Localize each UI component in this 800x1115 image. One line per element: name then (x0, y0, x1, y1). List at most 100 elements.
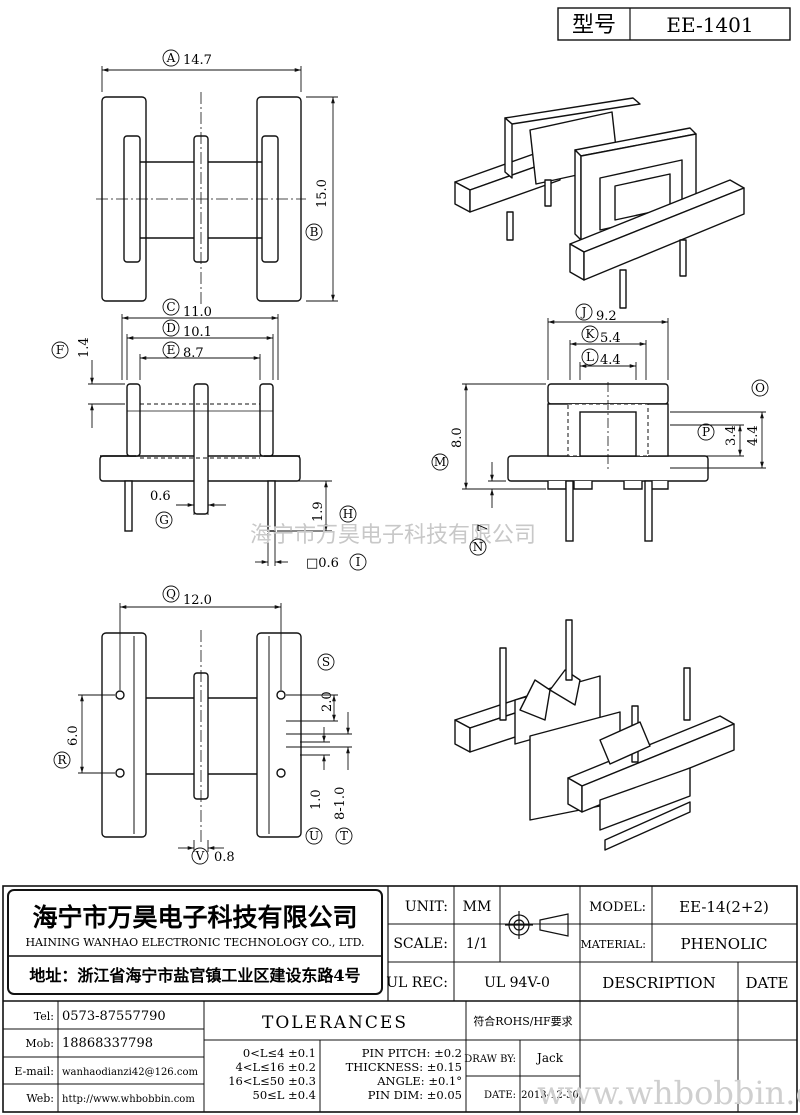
dim-D-value: 10.1 (183, 325, 212, 340)
dim-H-value: 1.9 (311, 501, 326, 522)
dim-E-value: 8.7 (183, 346, 204, 361)
tolerance-range: 50≤L ±0.4 (253, 1088, 317, 1102)
tolerance-others: PIN PITCH: ±0.2 THICKNESS: ±0.15 ANGLE: … (346, 1046, 462, 1102)
model-header-value: EE-1401 (666, 13, 753, 37)
model-label: MODEL: (589, 900, 646, 915)
model-value: EE-14(2+2) (679, 898, 769, 916)
projection-symbol-icon (505, 911, 569, 939)
dim-G-letter: G (159, 513, 169, 527)
footer-watermark: www.whbobbin.com (537, 1074, 800, 1112)
tolerances-title: TOLERANCES (262, 1013, 408, 1033)
dim-A (101, 49, 302, 92)
dim-J-letter: J (580, 305, 587, 319)
top-view (96, 92, 306, 305)
contact-label-mob: Mob: (25, 1037, 54, 1050)
contact-label-email: E-mail: (14, 1065, 54, 1078)
isometric-view-bottom (454, 619, 735, 851)
dim-V-letter: V (195, 849, 205, 863)
dim-K-value: 5.4 (600, 331, 621, 346)
dim-P-letter: P (702, 425, 710, 439)
dim-S-value: 2.0 (320, 691, 335, 712)
contact-value-mob: 18868337798 (62, 1036, 153, 1051)
dim-F-value: 1.4 (77, 337, 92, 358)
dim-T-value: 8-1.0 (333, 787, 348, 820)
dim-R-letter: R (57, 753, 67, 767)
bottom-view (101, 630, 302, 842)
contact-label-web: Web: (26, 1092, 54, 1105)
dim-C-value: 11.0 (183, 305, 212, 320)
front-view (99, 383, 301, 532)
unit-label: UNIT: (405, 899, 448, 915)
date-label: DATE: (484, 1090, 516, 1101)
company-address: 地址：浙江省海宁市盐官镇工业区建设东路4号 (29, 966, 360, 985)
contact-value-web: http://www.whbobbin.com (62, 1094, 195, 1105)
dim-M-value: 8.0 (450, 427, 465, 448)
tolerance-ranges: 0<L≤4 ±0.1 4<L≤16 ±0.2 16<L≤50 ±0.3 50≤L… (228, 1046, 316, 1102)
contact-value-tel: 0573-87557790 (62, 1009, 166, 1024)
dim-H-letter: H (343, 507, 353, 521)
material-value: PHENOLIC (681, 935, 768, 953)
dim-U-value: 1.0 (309, 789, 324, 810)
contact-value-email: wanhaodianzi42@126.com (62, 1067, 198, 1078)
dim-P-value: 3.4 (724, 425, 739, 446)
dim-M-letter: M (434, 455, 446, 469)
dim-N-value: 7 (476, 524, 491, 532)
material-label: MATERIAL: (580, 938, 646, 951)
dim-G-value: 0.6 (150, 489, 171, 504)
dim-I-value: □0.6 (306, 556, 339, 571)
tolerance-range: 4<L≤16 ±0.2 (236, 1060, 316, 1074)
title-block (2, 885, 798, 1113)
dim-L-letter: L (586, 350, 594, 364)
tolerance-other: THICKNESS: ±0.15 (346, 1060, 462, 1074)
dim-J-value: 9.2 (596, 309, 617, 324)
watermark-text: 海宁市万昊电子科技有限公司 (250, 523, 536, 548)
dim-A-letter: A (166, 51, 176, 65)
model-header: 型号 EE-1401 (557, 7, 791, 41)
contact-label-tel: Tel: (34, 1010, 54, 1023)
drawby-value: Jack (535, 1051, 564, 1065)
tolerance-range: 0<L≤4 ±0.1 (243, 1046, 316, 1060)
dim-Q-letter: Q (166, 587, 176, 601)
dim-D-letter: D (166, 321, 176, 335)
rohs-note: 符合ROHS/HF要求 (473, 1014, 572, 1028)
dim-C-letter: C (166, 300, 175, 314)
dim-T-letter: T (340, 829, 348, 843)
scale-value: 1/1 (466, 936, 489, 952)
contact-rows: Tel: 0573-87557790 Mob: 18868337798 E-ma… (14, 1009, 198, 1105)
side-view-dims (431, 303, 769, 556)
company-name-en: HAINING WANHAO ELECTRONIC TECHNOLOGY CO.… (25, 936, 364, 949)
dim-B-value: 15.0 (315, 179, 330, 208)
bottom-view-dims (53, 585, 353, 865)
dim-B (305, 96, 338, 302)
company-name-cn: 海宁市万昊电子科技有限公司 (32, 903, 357, 932)
ulrec-label: UL REC: (386, 975, 448, 991)
side-view (507, 382, 709, 542)
tolerance-other: PIN PITCH: ±0.2 (362, 1046, 462, 1060)
tolerance-other: ANGLE: ±0.1° (376, 1074, 462, 1088)
dim-K-letter: K (586, 327, 596, 341)
dim-I-letter: I (356, 555, 361, 569)
dim-Q-value: 12.0 (183, 593, 212, 608)
dim-R-value: 6.0 (66, 725, 81, 746)
ulrec-value: UL 94V-0 (484, 975, 550, 991)
dim-B-letter: B (310, 225, 319, 239)
model-header-label: 型号 (572, 13, 616, 38)
dim-O-letter: O (755, 381, 765, 395)
isometric-view-top (454, 97, 745, 309)
dim-U-letter: U (309, 829, 319, 843)
dim-O-value: 4.4 (746, 425, 761, 446)
drawby-label: DRAW BY: (464, 1054, 516, 1065)
dim-V-value: 0.8 (214, 850, 235, 865)
date-header: DATE (746, 974, 789, 992)
front-view-dims (51, 298, 367, 571)
tolerance-other: PIN DIM: ±0.05 (368, 1088, 462, 1102)
date-value: 2013-12-30 (521, 1090, 579, 1101)
dim-E-letter: E (167, 343, 176, 357)
tolerance-range: 16<L≤50 ±0.3 (228, 1074, 316, 1088)
dim-L-value: 4.4 (600, 353, 621, 368)
scale-label: SCALE: (393, 936, 448, 952)
dim-F-letter: F (56, 343, 64, 357)
unit-value: MM (463, 899, 492, 915)
dim-S-letter: S (322, 655, 330, 669)
